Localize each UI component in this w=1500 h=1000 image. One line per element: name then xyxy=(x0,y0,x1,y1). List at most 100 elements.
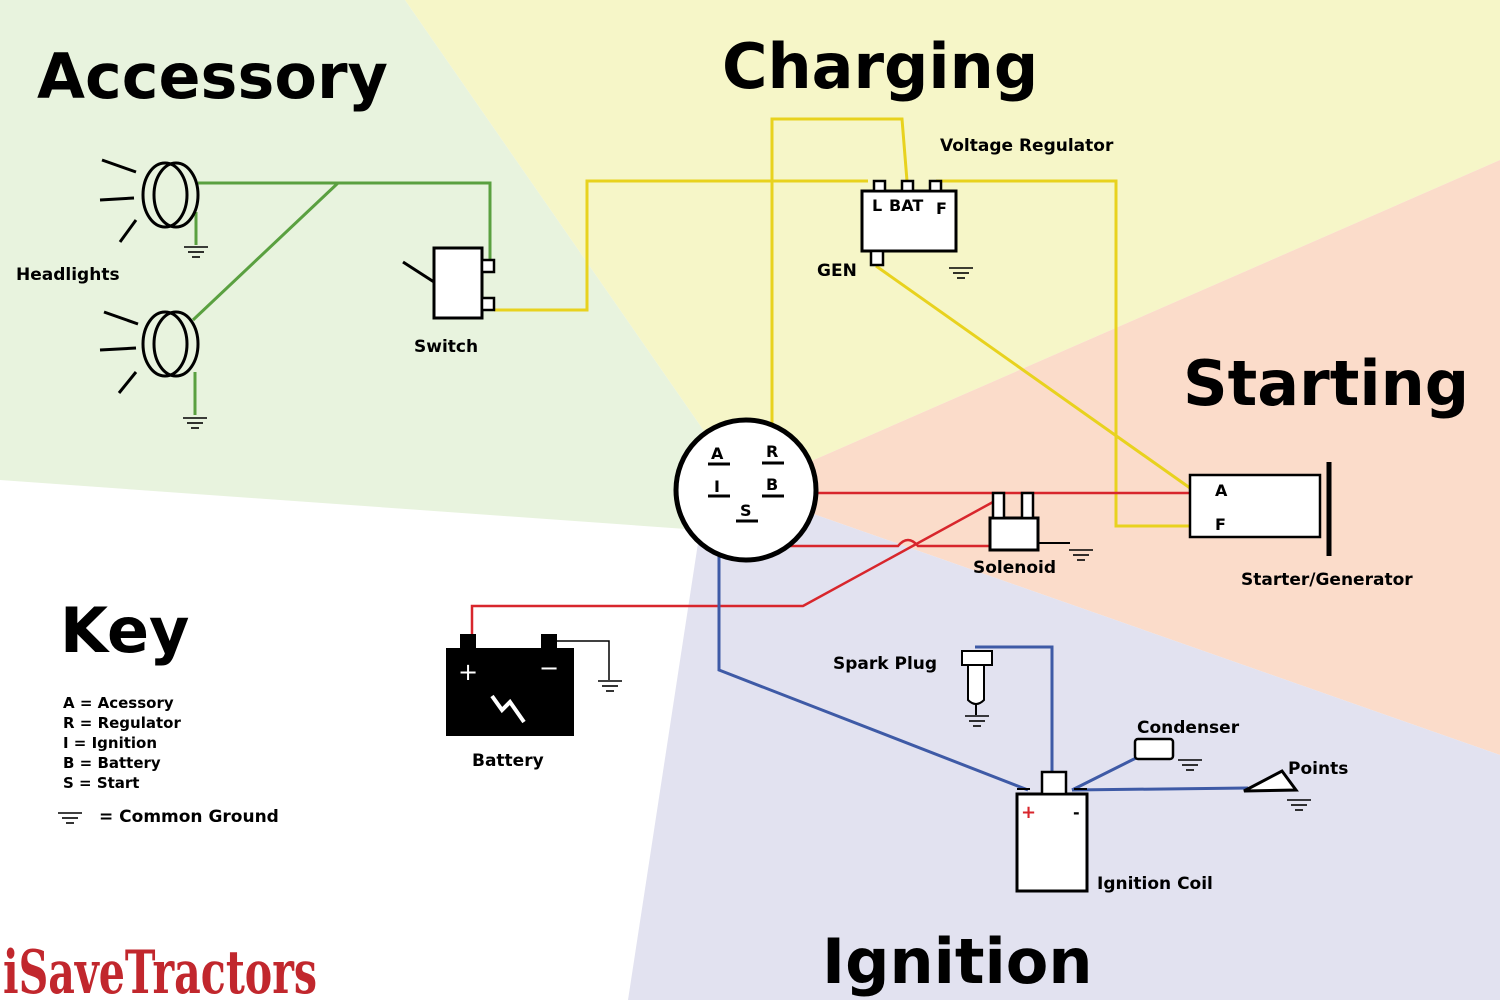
solenoid-ground-icon xyxy=(1069,549,1093,561)
solenoid-body xyxy=(988,516,1040,552)
starter-body xyxy=(1188,473,1322,539)
voltage-regulator-label: Voltage Regulator xyxy=(940,136,1114,156)
ignition-switch-body xyxy=(673,417,819,563)
spark-plug-cap xyxy=(961,650,993,666)
solenoid xyxy=(988,491,1070,552)
regulator-terminal-gen xyxy=(869,249,885,267)
regulator-f-label: F xyxy=(936,199,947,218)
accessory-wires xyxy=(191,181,492,415)
headlight-bottom-ray-3 xyxy=(117,371,138,394)
ignition-switch: A R I B S xyxy=(673,417,819,563)
headlight-top-wire xyxy=(198,181,492,262)
switch-terminal-top xyxy=(480,258,496,274)
points xyxy=(1243,769,1299,793)
regulator-ground-icon xyxy=(949,267,973,279)
points-label: Points xyxy=(1288,759,1348,779)
switch-terminal-bottom xyxy=(480,296,496,312)
headlight-top xyxy=(99,158,200,243)
voltage-regulator: L BAT F xyxy=(860,179,958,267)
ignition-coil-plus-sign: + xyxy=(1021,802,1036,823)
regulator-f-to-starter-wire xyxy=(936,179,1190,528)
solenoid-terminal-left xyxy=(991,491,1006,520)
key-item-battery: B = Battery xyxy=(63,754,161,772)
battery-plus-sign: + xyxy=(458,658,478,686)
ignition-terminal-b-label: B xyxy=(766,475,778,494)
coil-to-points-wire xyxy=(1071,786,1249,792)
key-item-ignition: I = Ignition xyxy=(63,734,157,752)
headlight-top-lens xyxy=(141,161,189,229)
battery-body xyxy=(446,648,574,736)
key-title: Key xyxy=(60,594,189,667)
headlight-bottom xyxy=(99,310,200,394)
condenser-ground-icon xyxy=(1178,759,1202,771)
regulator-l-label: L xyxy=(872,196,882,215)
battery-ground-lead xyxy=(557,640,610,680)
starter-terminal-a-label: A xyxy=(1215,481,1228,500)
switch xyxy=(402,246,496,320)
headlight-top-rim xyxy=(152,161,200,229)
ignition-terminal-a-label: A xyxy=(711,444,724,463)
spark-plug-label: Spark Plug xyxy=(833,654,937,674)
key-item-accessory: A = Acessory xyxy=(63,694,174,712)
battery-post-positive xyxy=(460,634,476,648)
key-ground-label: = Common Ground xyxy=(99,807,279,827)
spark-plug-body xyxy=(967,664,985,705)
headlight-top-ray-1 xyxy=(101,158,137,174)
condenser-label: Condenser xyxy=(1137,718,1240,738)
charging-wires xyxy=(494,117,1191,528)
ignition-terminal-s-label: S xyxy=(740,501,752,520)
gen-to-starter-wire xyxy=(875,264,1191,490)
starting-region xyxy=(745,160,1500,755)
battery-ground-icon xyxy=(598,680,622,692)
headlight-top-ray-2 xyxy=(99,196,135,202)
ignition-title: Ignition xyxy=(822,925,1092,998)
solenoid-label: Solenoid xyxy=(973,558,1056,578)
ignition-region xyxy=(628,490,1500,1000)
switch-lever-icon xyxy=(402,260,435,284)
headlight-bottom-ray-2 xyxy=(99,346,137,352)
regulator-bat-to-ignition-wire xyxy=(770,117,909,425)
regulator-terminal-bat xyxy=(900,179,915,193)
accessory-region xyxy=(0,0,745,530)
battery-to-solenoid-wire xyxy=(470,500,994,634)
brand-logo: iSaveTractors xyxy=(3,938,317,1000)
key-ground-icon xyxy=(58,812,82,824)
gen-label: GEN xyxy=(817,261,857,281)
ignition-terminal-i-label: I xyxy=(714,477,720,496)
switch-to-regulator-wire xyxy=(494,179,868,312)
ignition-coil-label: Ignition Coil xyxy=(1097,874,1213,894)
switch-body xyxy=(432,246,484,320)
starter-generator: A F xyxy=(1188,462,1332,556)
battery: + − xyxy=(446,634,610,736)
headlight-bottom-rim xyxy=(152,310,200,378)
ignition-coil-minus-sign: - xyxy=(1073,803,1080,822)
key-item-start: S = Start xyxy=(63,774,139,792)
ignition-terminal-r-label: R xyxy=(766,442,778,461)
regulator-terminal-l xyxy=(872,179,887,193)
accessory-title: Accessory xyxy=(37,40,388,113)
spark-plug-to-coil-wire xyxy=(975,645,1054,772)
spark-plug-ground-icon xyxy=(965,715,989,727)
ignition-coil-body xyxy=(1015,792,1089,893)
starting-title: Starting xyxy=(1183,347,1469,420)
regulator-terminal-f xyxy=(928,179,943,193)
points-body xyxy=(1243,769,1299,793)
key-item-regulator: R = Regulator xyxy=(63,714,181,732)
switch-label: Switch xyxy=(414,337,478,357)
ignition-coil-top-terminal xyxy=(1040,770,1068,796)
headlight-bottom-ray-1 xyxy=(103,310,139,326)
regulator-body xyxy=(860,189,958,253)
headlight-top-ray-3 xyxy=(118,219,138,243)
points-ground-icon xyxy=(1287,799,1311,811)
battery-bolt-icon xyxy=(490,694,526,724)
key-legend: A = Acessory R = Regulator I = Ignition … xyxy=(58,694,279,827)
spark-plug xyxy=(961,650,993,715)
battery-label: Battery xyxy=(472,751,544,771)
starter-terminal-f-label: F xyxy=(1215,515,1226,534)
headlight-top-ground-icon xyxy=(184,246,208,258)
headlight-branch-wire xyxy=(191,181,340,322)
headlight-bottom-lens xyxy=(141,310,189,378)
ignition-s-to-solenoid-wire xyxy=(746,531,990,548)
battery-post-negative xyxy=(541,634,557,648)
